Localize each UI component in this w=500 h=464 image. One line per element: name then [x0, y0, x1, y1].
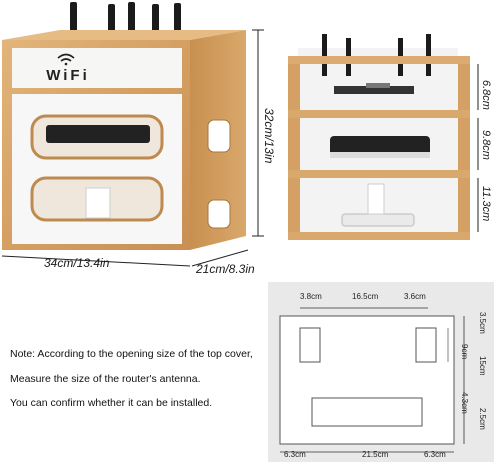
diagram-bottom-label-left: 6.3cm	[284, 450, 306, 459]
router-stand	[85, 187, 111, 219]
shelf-height-top: 6.8cm	[480, 80, 492, 110]
diagram-bottom-label-right: 6.3cm	[424, 450, 446, 459]
height-dimension-label: 32cm/13in	[262, 108, 276, 164]
diagram-right-label-middle: 15cm	[478, 356, 487, 376]
shelf-height-middle: 9.8cm	[480, 130, 492, 160]
diagram-top-label-left: 3.8cm	[300, 292, 322, 301]
note-line-3: You can confirm whether it can be instal…	[10, 397, 213, 409]
diagram-right-label-top: 3.5cm	[478, 312, 487, 334]
set-top-box	[330, 136, 430, 156]
router-top	[334, 86, 414, 94]
cabinet-top	[2, 30, 246, 40]
width-dimension-label: 34cm/13.4in	[44, 256, 110, 270]
top-cover-diagram	[268, 282, 494, 462]
wifi-brand-label: WiFi	[46, 67, 90, 84]
note-line-1: Note: According to the opening size of t…	[10, 348, 253, 360]
wifi-icon	[57, 53, 75, 66]
cabinet-open-view	[288, 34, 479, 240]
diagram-top-label-center: 16.5cm	[352, 292, 379, 301]
wifi-top-panel	[12, 48, 182, 88]
diagram-right-label-bottom: 2.5cm	[478, 408, 487, 430]
router-device	[46, 125, 150, 143]
diagram-bottom-label-center: 21.5cm	[362, 450, 389, 459]
side-cutout	[207, 119, 231, 153]
note-line-2: Measure the size of the router's antenna…	[10, 373, 201, 385]
depth-dimension-label: 21cm/8.3in	[196, 262, 255, 276]
diagram-inner-label-slot: 4.3cm	[460, 392, 469, 414]
shelf-height-bottom: 11.3cm	[480, 186, 492, 222]
side-cutout	[207, 199, 231, 229]
diagram-inner-label-cutout: 9cm	[460, 344, 469, 360]
diagram-top-label-right: 3.6cm	[404, 292, 426, 301]
cabinet-front-view: WiFi	[1, 2, 264, 267]
